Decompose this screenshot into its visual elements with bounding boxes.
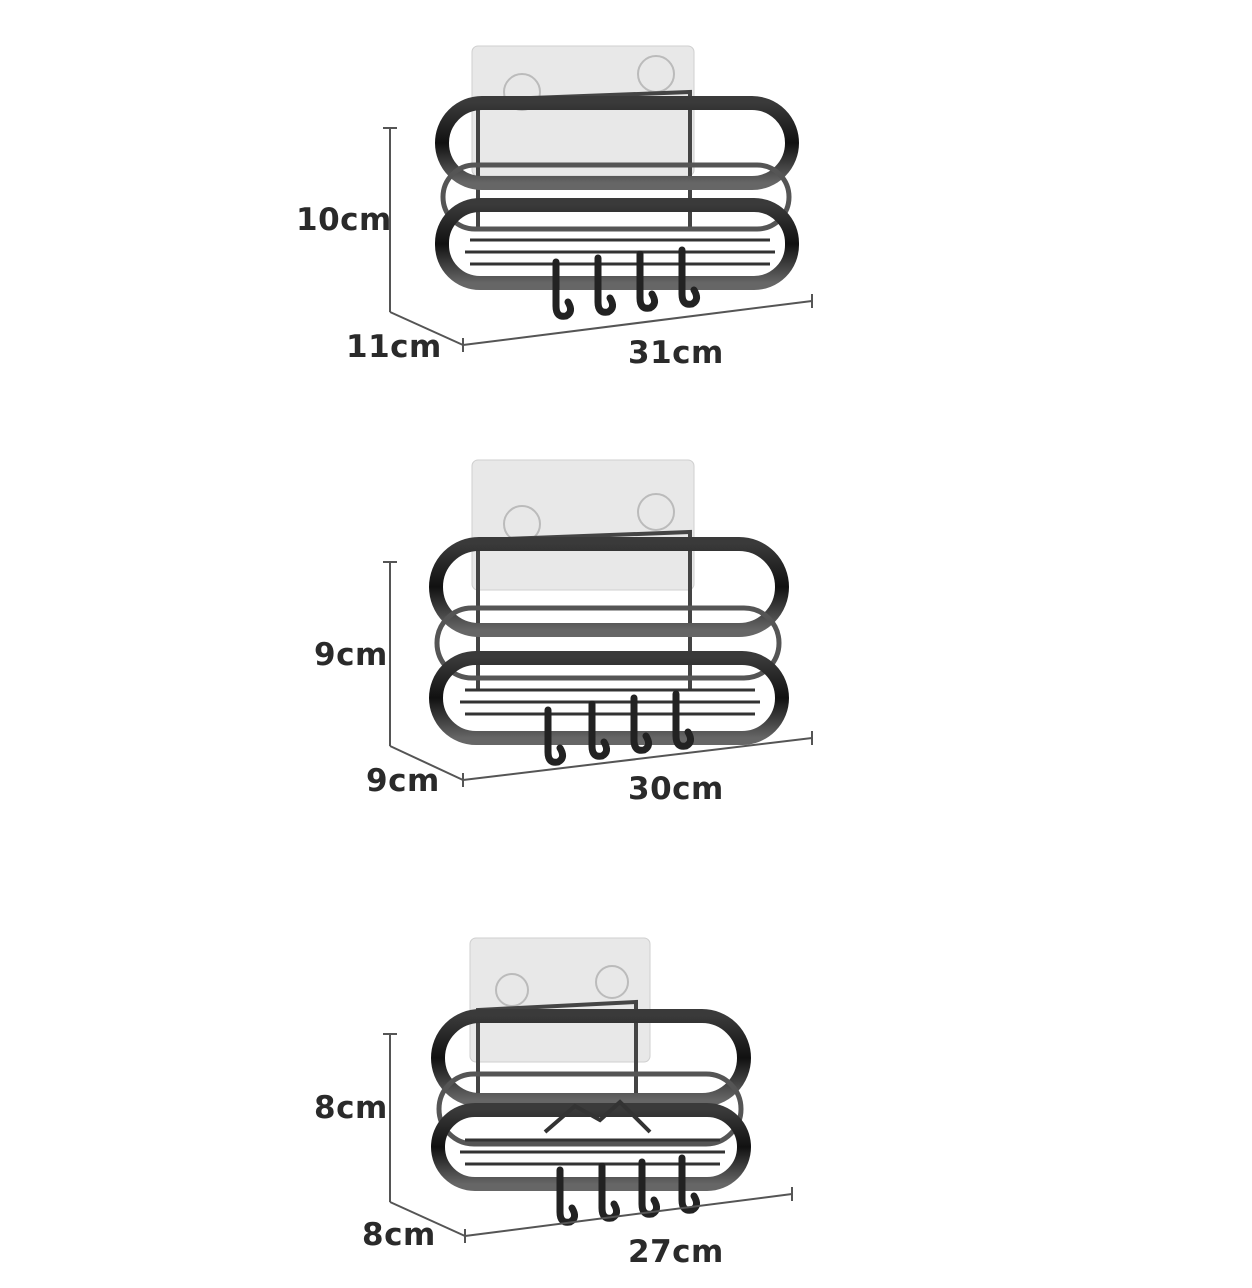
product-panel-small: 8cm 8cm 27cm (0, 870, 1252, 1288)
adhesive-plate (471, 459, 695, 591)
shower-caddy-small-image (383, 937, 793, 1243)
width-label: 30cm (628, 771, 724, 807)
shower-caddy-medium-image (383, 459, 813, 787)
height-label: 10cm (296, 202, 392, 238)
basket-top-rim (429, 537, 789, 637)
basket-top-rim (431, 1009, 751, 1107)
adhesive-plate (469, 937, 651, 1063)
depth-label: 11cm (346, 329, 442, 365)
hooks (544, 690, 695, 766)
depth-label: 8cm (362, 1217, 436, 1253)
dimension-lines (383, 561, 813, 787)
basket-middle-ring (440, 162, 792, 232)
basket-middle-ring (434, 605, 782, 681)
width-label: 27cm (628, 1234, 724, 1270)
height-label: 8cm (314, 1090, 388, 1126)
basket-bottom-tray (431, 1103, 751, 1191)
basket-bottom-tray (435, 198, 799, 290)
height-label: 9cm (314, 637, 388, 673)
adhesive-plate (471, 45, 695, 177)
width-label: 31cm (628, 335, 724, 371)
basket-bottom-tray (429, 651, 789, 745)
product-panel-large: 10cm 11cm 31cm (0, 0, 1252, 430)
basket-top-rim (435, 96, 799, 190)
dimension-lines (383, 127, 813, 352)
product-panel-medium: 9cm 9cm 30cm (0, 440, 1252, 850)
depth-label: 9cm (366, 763, 440, 799)
hooks (552, 246, 701, 320)
dimension-lines (383, 1033, 793, 1243)
basket-middle-ring (436, 1071, 744, 1147)
shower-caddy-large-image (383, 45, 813, 352)
